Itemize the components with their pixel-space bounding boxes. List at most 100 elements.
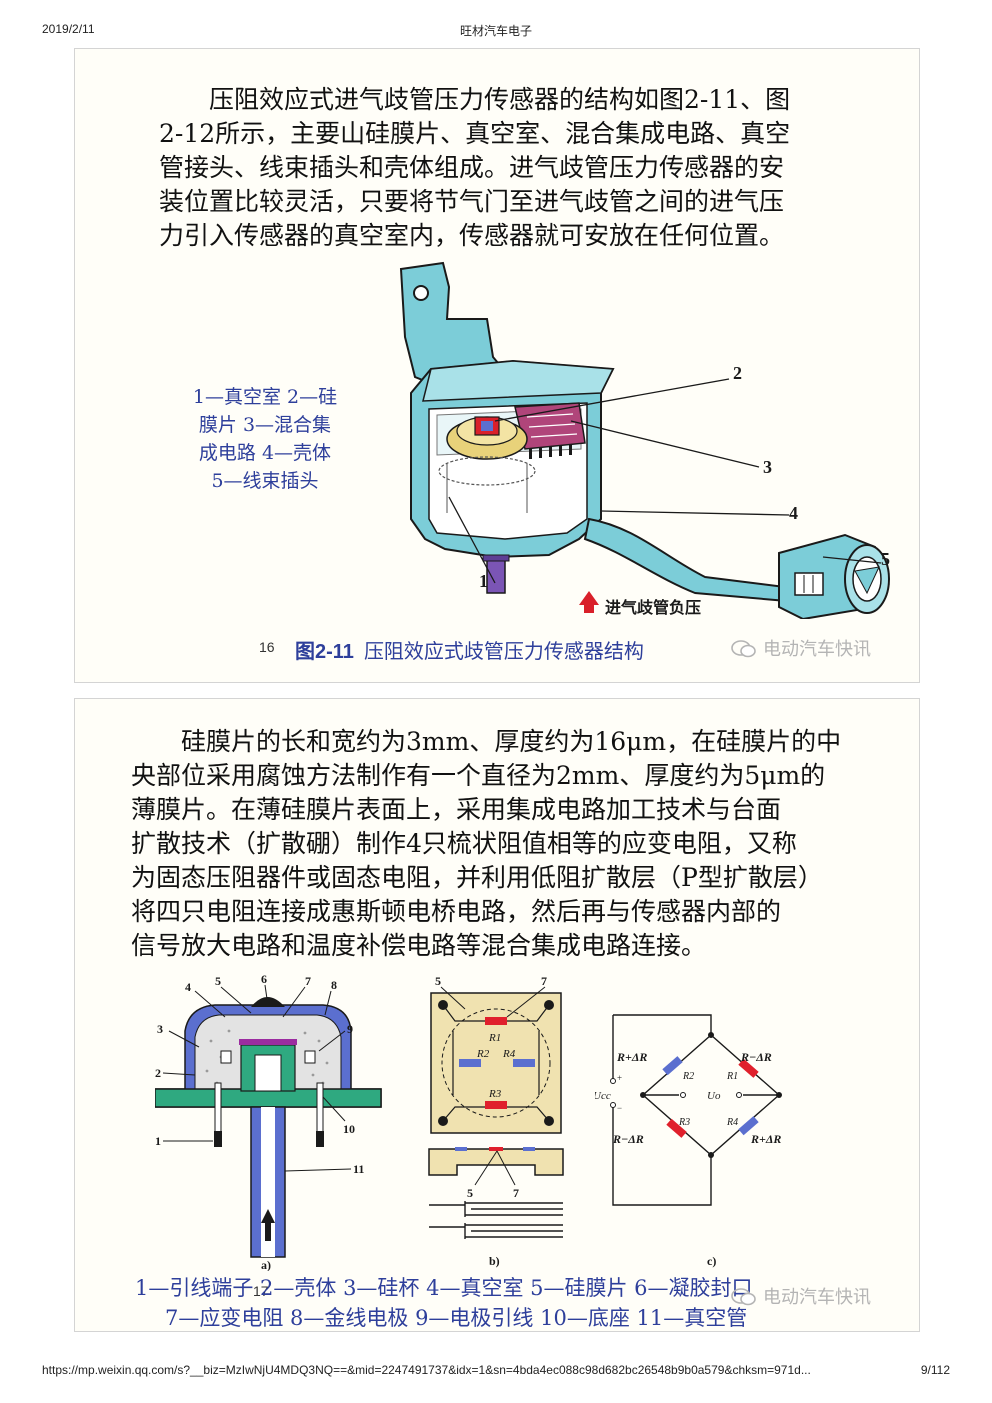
sublabel-c: c)	[707, 1254, 716, 1268]
paragraph-line: 将四只电阻连接成惠斯顿电桥电路，然后再与传感器内部的	[131, 897, 782, 926]
callout-6: 6	[261, 972, 267, 986]
svg-text:−: −	[617, 1103, 622, 1113]
slide-number: 17	[253, 1283, 269, 1299]
paragraph-line: 管接头、线束插头和壳体组成。进气歧管压力传感器的安	[159, 153, 785, 182]
paragraph-line: 装位置比较灵活，只要将节气门至进气歧管之间的进气压	[159, 187, 785, 216]
figure-b-chip-layout: R1 R2 R4 R3 5 7 5 7 b)	[428, 974, 564, 1268]
svg-text:R4: R4	[726, 1117, 738, 1128]
callout-11: 11	[353, 1162, 364, 1176]
bridge-resistor-r2	[662, 1056, 683, 1076]
svg-text:R+ΔR: R+ΔR	[750, 1132, 781, 1146]
svg-text:R+ΔR: R+ΔR	[616, 1050, 647, 1064]
callout-9: 9	[347, 1022, 353, 1036]
legend-line: 5—线束插头	[211, 470, 319, 492]
slide-17: 硅膜片的长和宽约为3mm、厚度约为16μm，在硅膜片的中 央部位采用腐蚀方法制作…	[74, 698, 920, 1332]
print-header: 2019/2/11 旺材汽车电子	[0, 22, 992, 40]
vacuum-nipple	[486, 556, 506, 594]
figure-legend: 1—引线端子 2—壳体 3—硅杯 4—真空室 5—硅膜片 6—凝胶封口 7—应变…	[135, 1273, 895, 1333]
callout-5: 5	[435, 974, 441, 988]
legend-line-1: 1—引线端子 2—壳体 3—硅杯 4—真空室 5—硅膜片 6—凝胶封口	[135, 1276, 753, 1300]
callout-5: 5	[881, 549, 890, 569]
paragraph-line: 央部位采用腐蚀方法制作有一个直径为2mm、厚度约为5μm的	[131, 761, 826, 790]
paragraph-line: 硅膜片的长和宽约为3mm、厚度约为16μm，在硅膜片的中	[131, 727, 842, 756]
watermark: 电动汽车快讯	[731, 635, 871, 661]
resistor-r3	[485, 1101, 507, 1109]
wire-harness	[583, 517, 789, 603]
bracket-hole	[413, 285, 429, 301]
bridge-resistor-r3	[666, 1118, 687, 1138]
resistor-r2	[459, 1059, 481, 1067]
svg-text:R4: R4	[502, 1048, 516, 1060]
figure-a-cross-section: 4 5 6 7 8 3 9 2 10 1 11 a)	[155, 972, 382, 1271]
callout-5: 5	[215, 974, 221, 988]
callout-7: 7	[305, 974, 311, 988]
svg-text:Ucc: Ucc	[595, 1090, 611, 1102]
resistor-r1	[485, 1017, 507, 1025]
legend-line: 1—真空室 2—硅	[192, 386, 338, 408]
figure-c-bridge-circuit: R+ΔR R−ΔR R−ΔR R+ΔR R2 R1 R3 R4 Uo Ucc +…	[595, 1014, 782, 1268]
resistor-r4	[513, 1059, 535, 1067]
callout-2: 2	[733, 363, 742, 383]
intro-paragraph: 压阻效应式进气歧管压力传感器的结构如图2-11、图 2-12所示，主要山硅膜片、…	[159, 83, 879, 253]
legend-line-2: 7—应变电阻 8—金线电极 9—电极引线 10—底座 11—真空管	[165, 1306, 748, 1330]
page-url[interactable]: https://mp.weixin.qq.com/s?__biz=MzIwNjU…	[42, 1363, 811, 1377]
vacuum-chamber	[438, 456, 536, 486]
figure-title: 压阻效应式歧管压力传感器结构	[363, 639, 644, 663]
svg-text:R−ΔR: R−ΔR	[612, 1132, 644, 1146]
sublabel-a: a)	[261, 1258, 271, 1271]
callout-4: 4	[185, 980, 191, 994]
callout-3: 3	[763, 457, 772, 477]
print-date: 2019/2/11	[42, 22, 95, 36]
slide-16: 压阻效应式进气歧管压力传感器的结构如图2-11、图 2-12所示，主要山硅膜片、…	[74, 48, 920, 683]
sensor-illustration: 2 3 4 5 1 进气歧管负压	[399, 261, 890, 619]
up-arrow-icon	[261, 1209, 275, 1241]
svg-text:R2: R2	[476, 1048, 490, 1060]
callout-1: 1	[155, 1134, 161, 1148]
svg-text:R3: R3	[488, 1088, 502, 1100]
paragraph-line: 压阻效应式进气歧管压力传感器的结构如图2-11、图	[159, 85, 791, 114]
figure-number: 图2-11	[295, 641, 354, 663]
svg-text:R3: R3	[678, 1117, 690, 1128]
svg-text:R1: R1	[726, 1071, 738, 1082]
callout-2: 2	[155, 1066, 161, 1080]
callout-7: 7	[541, 974, 547, 988]
watermark-text: 电动汽车快讯	[763, 1287, 871, 1308]
callout-3: 3	[157, 1022, 163, 1036]
chip-side-view	[428, 1148, 564, 1176]
svg-text:R2: R2	[682, 1071, 694, 1082]
wechat-icon	[731, 640, 756, 658]
callout-4: 4	[789, 503, 798, 523]
arrow-label: 进气歧管负压	[605, 598, 701, 617]
svg-text:+: +	[617, 1073, 622, 1083]
slide-number: 16	[259, 639, 275, 655]
up-arrow-icon	[579, 591, 599, 613]
bridge-resistor-r1	[738, 1058, 759, 1078]
sublabel-b: b)	[489, 1254, 500, 1268]
lead-terminal	[316, 1131, 324, 1147]
callout-8: 8	[331, 978, 337, 992]
svg-text:Uo: Uo	[707, 1090, 721, 1102]
callout-5-side: 5	[467, 1186, 473, 1200]
legend-line: 膜片 3—混合集	[198, 414, 332, 436]
svg-text:R1: R1	[488, 1032, 501, 1044]
callout-10: 10	[343, 1122, 355, 1136]
legend-line: 成电路 4—壳体	[198, 442, 332, 464]
diaphragm-paragraph: 硅膜片的长和宽约为3mm、厚度约为16μm，在硅膜片的中 央部位采用腐蚀方法制作…	[131, 725, 911, 963]
silicon-diaphragm	[239, 1039, 297, 1045]
figure-caption: 图2-11 压阻效应式歧管压力传感器结构	[295, 635, 644, 664]
paragraph-line: 扩散技术（扩散硼）制作4只梳状阻值相等的应变电阻，又称	[131, 829, 797, 858]
paragraph-line: 力引入传感器的真空室内，传感器就可安放在任何位置。	[159, 221, 785, 250]
page-count: 9/112	[920, 1363, 950, 1377]
paragraph-line: 薄膜片。在薄硅膜片表面上，采用集成电路加工技术与台面	[131, 795, 782, 824]
lead-terminal	[214, 1131, 222, 1147]
figure-legend: 1—真空室 2—硅 膜片 3—混合集 成电路 4—壳体 5—线束插头	[167, 383, 363, 495]
print-footer: https://mp.weixin.qq.com/s?__biz=MzIwNjU…	[0, 1363, 992, 1381]
watermark-text: 电动汽车快讯	[763, 639, 871, 660]
base	[155, 1088, 382, 1108]
callout-7-side: 7	[513, 1186, 519, 1200]
bridge-resistor-r4	[738, 1116, 759, 1136]
paragraph-line: 为固态压阻器件或固态电阻，并利用低阻扩散层（P型扩散层）	[131, 863, 823, 892]
callout-1: 1	[479, 571, 488, 591]
svg-text:R−ΔR: R−ΔR	[740, 1050, 772, 1064]
wechat-icon	[731, 1288, 756, 1306]
